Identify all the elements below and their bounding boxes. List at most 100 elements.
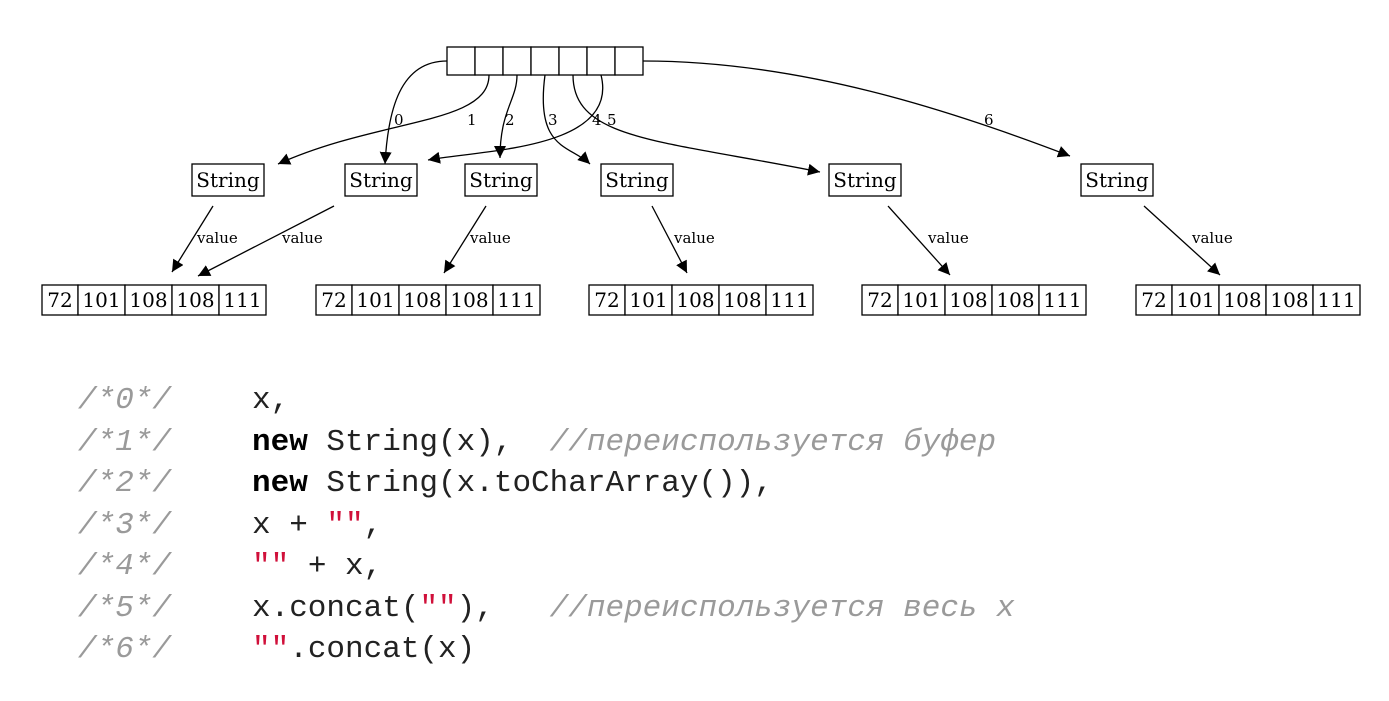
char-array-cell: [1038, 284, 1087, 316]
edge-3: [542, 74, 591, 165]
code-listing: /*0*/x,/*1*/new String(x), //переиспольз…: [78, 380, 1015, 671]
char-array-cell: [315, 284, 353, 316]
char-array-value: 72: [1141, 288, 1166, 312]
value-edge: [1143, 205, 1221, 276]
edge-label-3: 3: [548, 111, 558, 129]
char-array-cell: [1312, 284, 1361, 316]
edge-5: [427, 74, 604, 164]
char-array-value: 101: [629, 288, 667, 312]
code-line: /*2*/new String(x.toCharArray()),: [78, 463, 1015, 505]
char-array-value: 101: [82, 288, 120, 312]
root-array-cell: [474, 46, 504, 76]
string-node: String: [600, 163, 674, 197]
char-array-value: 111: [770, 288, 808, 312]
char-array-value: 108: [723, 288, 761, 312]
value-edge-label: value: [927, 229, 969, 247]
char-array-value: 108: [676, 288, 714, 312]
value-edge: [197, 205, 335, 277]
value-edge: [887, 205, 951, 276]
edge-1: [277, 74, 490, 165]
root-array-cell: [558, 46, 588, 76]
code-text: ),: [456, 590, 550, 626]
value-edge: [443, 205, 487, 274]
edge-6: [642, 60, 1071, 158]
value-edge: [651, 205, 688, 274]
edge-4: [572, 74, 821, 176]
line-number-comment: /*6*/: [78, 632, 172, 667]
root-array-cell: [530, 46, 560, 76]
char-array-cell: [765, 284, 814, 316]
edge-label-1: 1: [467, 111, 477, 129]
string-literal: "": [326, 507, 364, 543]
code-line: /*3*/ x + "",: [78, 505, 1015, 547]
char-array-value: 72: [594, 288, 619, 312]
string-node-label: String: [833, 168, 897, 192]
char-array-value: 72: [867, 288, 892, 312]
char-array-value: 108: [129, 288, 167, 312]
char-array-cell: [1265, 284, 1314, 316]
char-array-value: 101: [902, 288, 940, 312]
line-number-comment: /*2*/: [78, 466, 172, 501]
char-array-cell: [1135, 284, 1173, 316]
string-node-label: String: [605, 168, 669, 192]
string-node-label: String: [469, 168, 533, 192]
code-line: /*0*/x,: [78, 380, 1015, 422]
root-array-cell: [502, 46, 532, 76]
string-node: String: [191, 163, 265, 197]
char-array-cell: [718, 284, 767, 316]
string-node: String: [828, 163, 902, 197]
line-number-comment: /*3*/: [78, 507, 172, 543]
code-line: /*4*/ "" + x,: [78, 546, 1015, 588]
char-array-value: 108: [1270, 288, 1308, 312]
char-array-cell: [41, 284, 79, 316]
string-node-label: String: [349, 168, 413, 192]
char-array-value: 101: [356, 288, 394, 312]
string-node: String: [464, 163, 538, 197]
char-array-cell: [218, 284, 267, 316]
code-text: ,: [363, 507, 383, 543]
string-node-label: String: [1085, 168, 1149, 192]
char-array-value: 108: [996, 288, 1034, 312]
char-array: 72 101 108 108 111: [41, 284, 267, 316]
char-arrays: 72 101 108 108 111 72 101 108 108 111 72 101 108 108 1…: [41, 284, 1361, 316]
code-text: + x,: [289, 549, 383, 584]
code-text: x +: [252, 507, 327, 543]
line-number-comment: /*0*/: [78, 383, 172, 418]
code-line: /*5*/x.concat(""), //переиспользуется ве…: [78, 588, 1015, 630]
char-array-value: 108: [949, 288, 987, 312]
char-array-cell: [861, 284, 899, 316]
value-edge-label: value: [673, 229, 715, 247]
char-array-value: 111: [497, 288, 535, 312]
code-text: .concat(x): [289, 632, 476, 667]
char-array-value: 108: [450, 288, 488, 312]
line-number-comment: /*4*/: [78, 549, 172, 584]
char-array-value: 108: [176, 288, 214, 312]
object-graph-diagram: 0 1 2 3 4 5 6 String String String Strin…: [41, 46, 1361, 316]
edge-label-6: 6: [984, 111, 994, 129]
edge-label-2: 2: [505, 111, 515, 129]
char-array-value: 111: [1317, 288, 1355, 312]
edge-label-4: 4: [592, 111, 602, 129]
string-literal: "": [252, 632, 290, 667]
string-node: String: [344, 163, 418, 197]
char-array-value: 72: [47, 288, 72, 312]
string-literal: "": [252, 549, 290, 584]
code-line: /*1*/new String(x), //переиспользуется б…: [78, 422, 1015, 464]
root-array-cell: [446, 46, 476, 76]
char-array-value: 111: [223, 288, 261, 312]
char-array: 72 101 108 108 111: [588, 284, 814, 316]
edge-label-5: 5: [607, 111, 617, 129]
code-comment: //переиспользуется весь x: [549, 590, 1015, 626]
char-array-value: 101: [1176, 288, 1214, 312]
char-array-cell: [944, 284, 993, 316]
char-array-cell: [1218, 284, 1267, 316]
root-array: [446, 46, 644, 76]
char-array-cell: [351, 284, 400, 316]
char-array-cell: [445, 284, 494, 316]
char-array-cell: [897, 284, 946, 316]
char-array-value: 111: [1043, 288, 1081, 312]
root-array-cell: [586, 46, 616, 76]
char-array-cell: [398, 284, 447, 316]
value-edge-label: value: [1191, 229, 1233, 247]
